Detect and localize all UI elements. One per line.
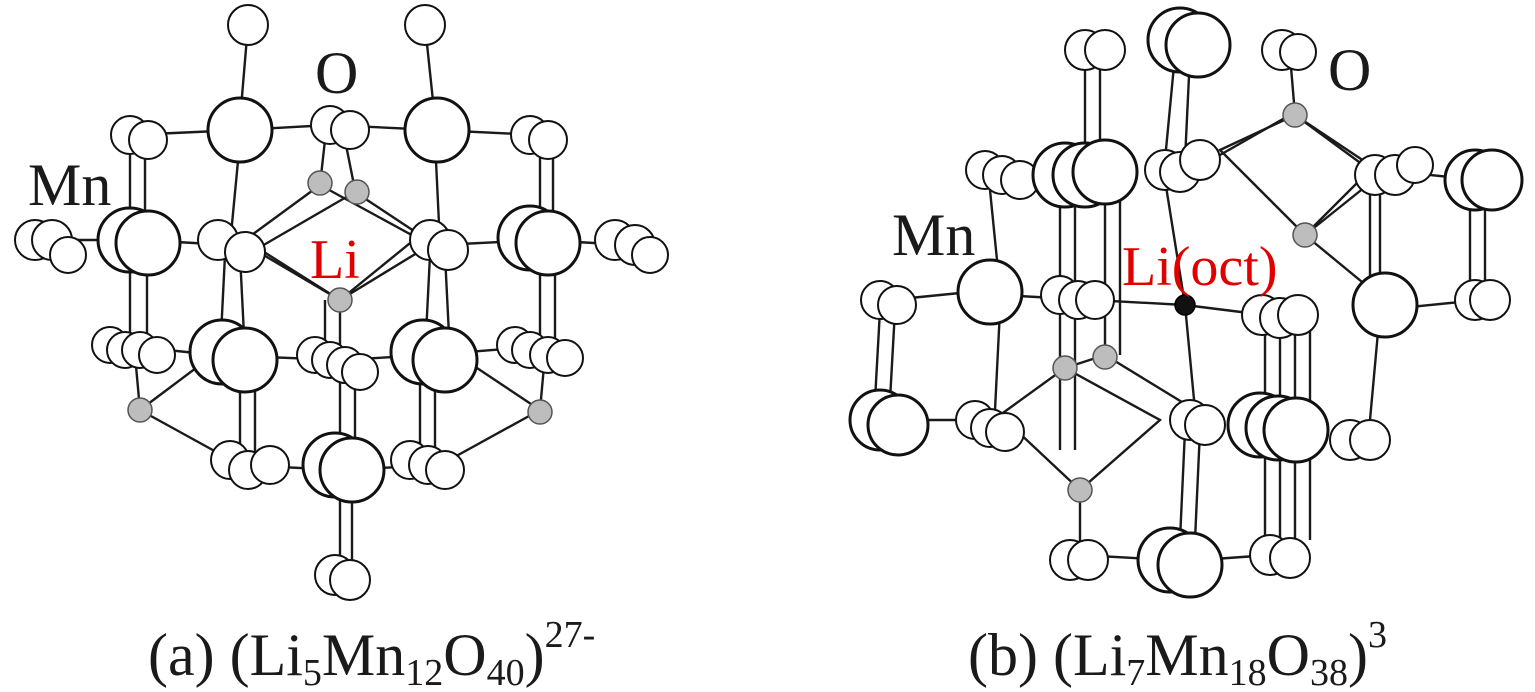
panel-a-mn-label: Mn xyxy=(28,152,111,218)
panel-a-structure: O Mn Li xyxy=(14,4,669,601)
panel-b-o-label: O xyxy=(1328,37,1371,103)
panel-b-structure: O Mn Li(oct) xyxy=(848,6,1524,599)
panel-a-o-label: O xyxy=(315,40,358,106)
panel-b-caption: (b) (Li7Mn18O38)3 xyxy=(968,614,1387,692)
panel-b-li-label: Li(oct) xyxy=(1122,236,1277,298)
panel-a-atoms xyxy=(14,4,669,601)
panel-a-li-label: Li xyxy=(310,229,360,291)
panel-a-caption: (a) (Li5Mn12O40)27- xyxy=(148,614,595,692)
panel-b-atoms xyxy=(848,6,1524,599)
panel-b-mn-label: Mn xyxy=(892,202,975,268)
